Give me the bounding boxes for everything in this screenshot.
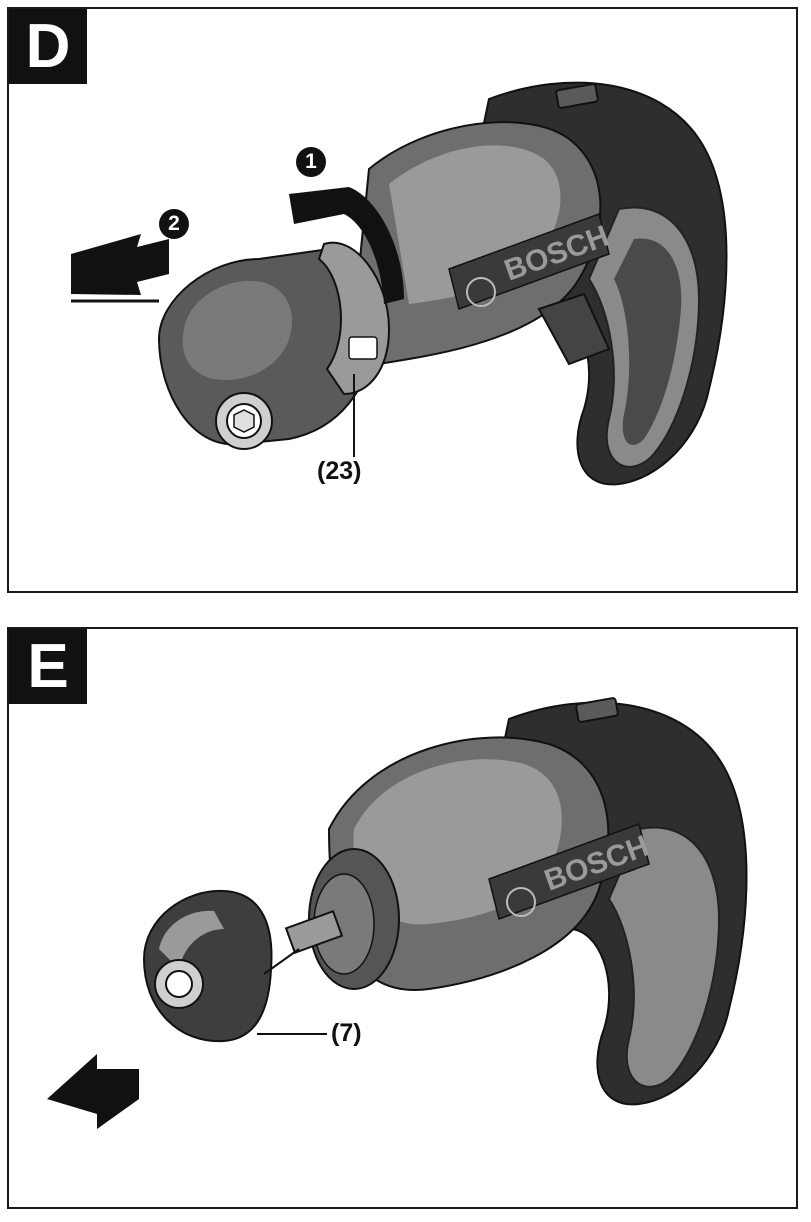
top-indicator xyxy=(575,697,619,723)
figure-panel-e: E BOSCH (7) xyxy=(7,627,798,1209)
rotate-arrow xyxy=(289,187,404,304)
callout-label-23: (23) xyxy=(317,457,362,485)
top-indicator xyxy=(555,83,599,109)
screwdriver-illustration-d: BOSCH xyxy=(71,81,728,486)
callout-label-7: (7) xyxy=(331,1019,362,1047)
tool-trigger xyxy=(537,292,611,366)
figure-panel-d: D BOSCH 1 2 (23) xyxy=(7,7,798,593)
pull-arrow xyxy=(71,234,169,295)
panel-letter-e: E xyxy=(9,629,87,704)
brand-plate xyxy=(488,823,650,920)
drive-spindle xyxy=(284,909,344,955)
brand-plate xyxy=(448,213,610,310)
step-number-2: 2 xyxy=(159,209,189,239)
screwdriver-illustration-e: BOSCH xyxy=(47,697,748,1129)
step-number-1: 1 xyxy=(296,147,326,177)
push-arrow xyxy=(47,1054,139,1129)
panel-letter-d: D xyxy=(9,9,87,84)
